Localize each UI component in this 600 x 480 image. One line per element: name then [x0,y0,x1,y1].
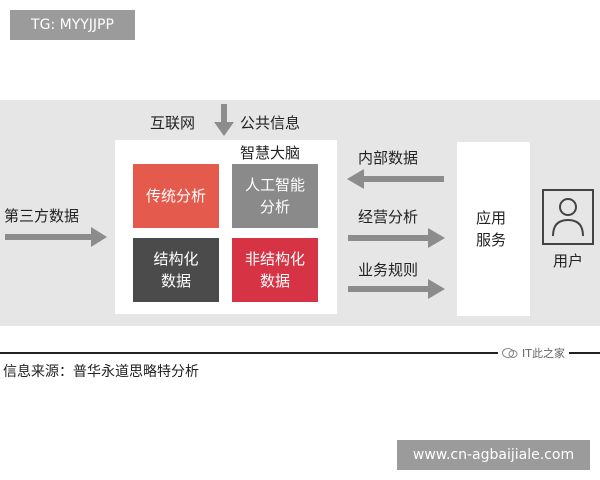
tile-line: 数据 [160,272,191,290]
tile-line: 非结构化 [244,250,305,268]
user-icon [542,189,594,245]
right-arrow-icon [348,228,445,248]
tile-structured-data: 结构化 数据 [133,238,219,302]
top-input-internet: 互联网 [150,114,196,132]
right-arrow-icon [348,279,445,299]
wechat-icon [502,348,518,358]
user-label: 用户 [553,252,584,270]
tile-line: 结构化 [153,250,199,268]
flow-internal-data-label: 内部数据 [358,149,419,167]
source-note: 信息来源：普华永道思略特分析 [3,364,199,380]
tile-unstructured-data: 非结构化 数据 [232,238,318,302]
app-service-line: 服务 [476,231,507,249]
right-arrow-icon [5,227,107,247]
left-input-label: 第三方数据 [4,207,80,225]
app-service-label: 应用 服务 [476,207,506,251]
left-arrow-icon [347,169,444,189]
flow-business-rules-label: 业务规则 [358,261,419,279]
top-input-public-info: 公共信息 [240,114,301,132]
app-service-panel [457,142,530,316]
down-arrow-icon [214,104,234,136]
tile-line: 分析 [259,198,290,216]
tile-line: 人工智能 [244,176,305,194]
brand-label: IT此之家 [522,347,565,360]
tile-traditional-analysis: 传统分析 [133,164,219,228]
brand-mark: IT此之家 [498,345,569,361]
tile-ai-analysis: 人工智能 分析 [232,164,318,228]
tile-line: 传统分析 [145,187,206,205]
tile-line: 数据 [259,272,290,290]
brain-title: 智慧大脑 [240,144,301,162]
divider [0,352,600,354]
watermark-top: TG: MYYJJPP [10,10,135,40]
flow-business-analysis-label: 经营分析 [358,208,419,226]
watermark-bottom: www.cn-agbaijiale.com [397,440,590,470]
app-service-line: 应用 [476,209,507,227]
